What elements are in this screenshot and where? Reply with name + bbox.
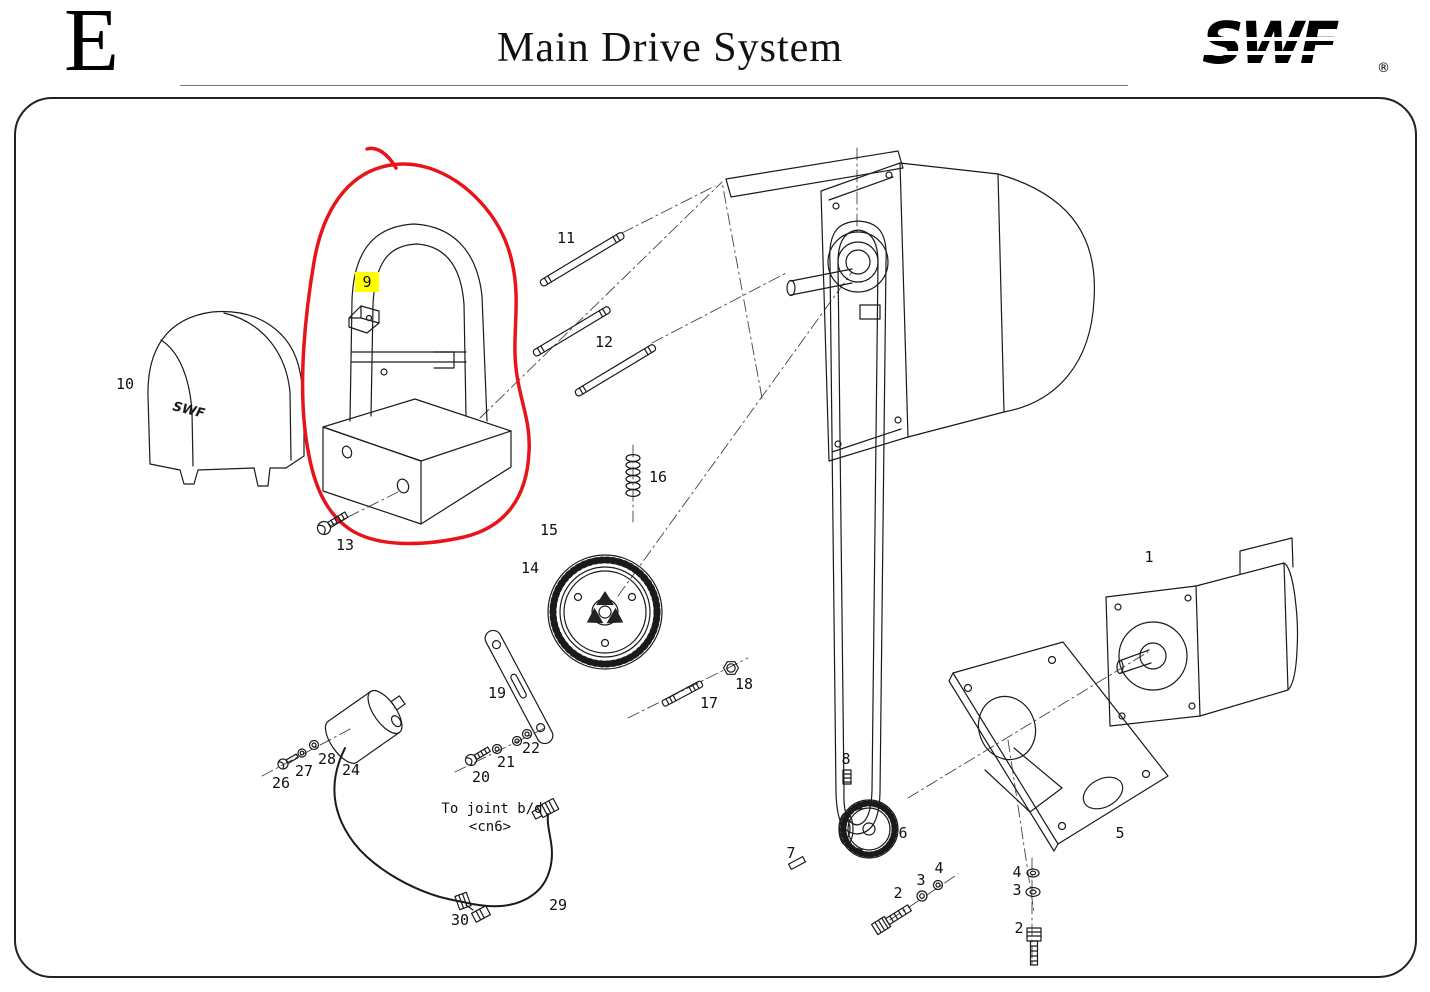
part-label-2-mid: 2 [893,884,902,902]
part-label-22: 22 [522,739,540,757]
highlight-9-box [355,272,379,292]
callout-line1: To joint b/d [441,801,542,817]
logo-stripe [1202,37,1374,41]
part-label-21: 21 [497,753,515,771]
swf-logo-text: SWF [1202,9,1339,77]
part-label-8: 8 [841,750,850,768]
part-label-27: 27 [295,762,313,780]
part-label-6: 6 [898,824,907,842]
part-26-screw [277,753,299,770]
cable-connector-top [531,797,560,820]
part-20-screw [464,746,491,767]
part-24-solenoid [324,689,406,764]
part-2-screw-mid [870,904,912,936]
part-label-3-right: 3 [1012,881,1021,899]
part-label-2-right: 2 [1014,919,1023,937]
cover-logo: SWF [171,399,206,421]
registered-mark: ® [1377,61,1390,76]
part-label-26: 26 [272,774,290,792]
part-12-studs [532,306,657,397]
part-label-7: 7 [786,844,795,862]
swf-logo: SWF ® [1202,12,1394,76]
part-label-29: 29 [549,896,567,914]
cable-connector-bottom [470,905,492,923]
part-label-3-mid: 3 [916,871,925,889]
machine-arm [725,150,1096,462]
part-labels: 10 9 11 12 13 15 14 16 17 18 19 20 21 22… [116,229,1154,937]
part-label-30: 30 [451,911,469,929]
page-title: Main Drive System [497,25,843,71]
part-label-4-right: 4 [1012,863,1021,881]
part-label-9: 9 [362,273,371,291]
part-label-14: 14 [521,559,539,577]
part-3-washer-right [1025,886,1041,898]
part-16-spring [625,454,641,498]
part-7-key [787,855,807,871]
part-label-13: 13 [336,536,354,554]
part-1-motor [1105,537,1298,727]
part-label-1: 1 [1144,548,1153,566]
part-label-28: 28 [318,750,336,768]
part-9-motor-bracket [322,223,512,525]
part-label-4-mid: 4 [934,859,943,877]
highlight-circle [300,146,531,546]
part-label-15: 15 [540,521,558,539]
center-lines [261,147,1149,969]
part-21-washer [491,743,503,755]
part-28-washer [308,739,320,751]
part-19-bracket-plate [484,629,554,745]
part-label-20: 20 [472,768,490,786]
part-label-16: 16 [649,468,667,486]
part-label-17: 17 [700,694,718,712]
callout-line2: <cn6> [469,819,511,835]
part-22-washers [511,728,533,747]
part-14-driven-pulley [547,554,663,670]
part-2-screw-right [1026,927,1042,966]
part-6-motor-pulley [838,799,899,859]
part-label-12: 12 [595,333,613,351]
section-letter: E [64,0,119,90]
part-label-10: 10 [116,375,134,393]
diagram-frame [14,97,1417,978]
part-3-washer-mid [916,890,928,902]
part-label-11: 11 [557,229,575,247]
part-4-washer-right [1026,868,1040,878]
part-5-motor-bracket [948,641,1169,852]
part-4-washer-mid [932,879,944,891]
part-label-18: 18 [735,675,753,693]
part-18-nut [722,661,740,675]
part-29-cable [333,747,560,923]
part-label-19: 19 [488,684,506,702]
logo-stripe [1202,51,1374,55]
part-8-set-screw [842,769,852,785]
part-label-5: 5 [1115,824,1124,842]
part-27-washer [297,748,307,758]
part-11-stud [539,232,625,287]
part-13-screw [316,511,349,536]
part-label-24: 24 [342,761,360,779]
title-underline [180,85,1128,86]
part-10-belt-cover: SWF [147,310,305,487]
timing-belt [829,220,887,835]
part-17-stud [661,680,704,707]
